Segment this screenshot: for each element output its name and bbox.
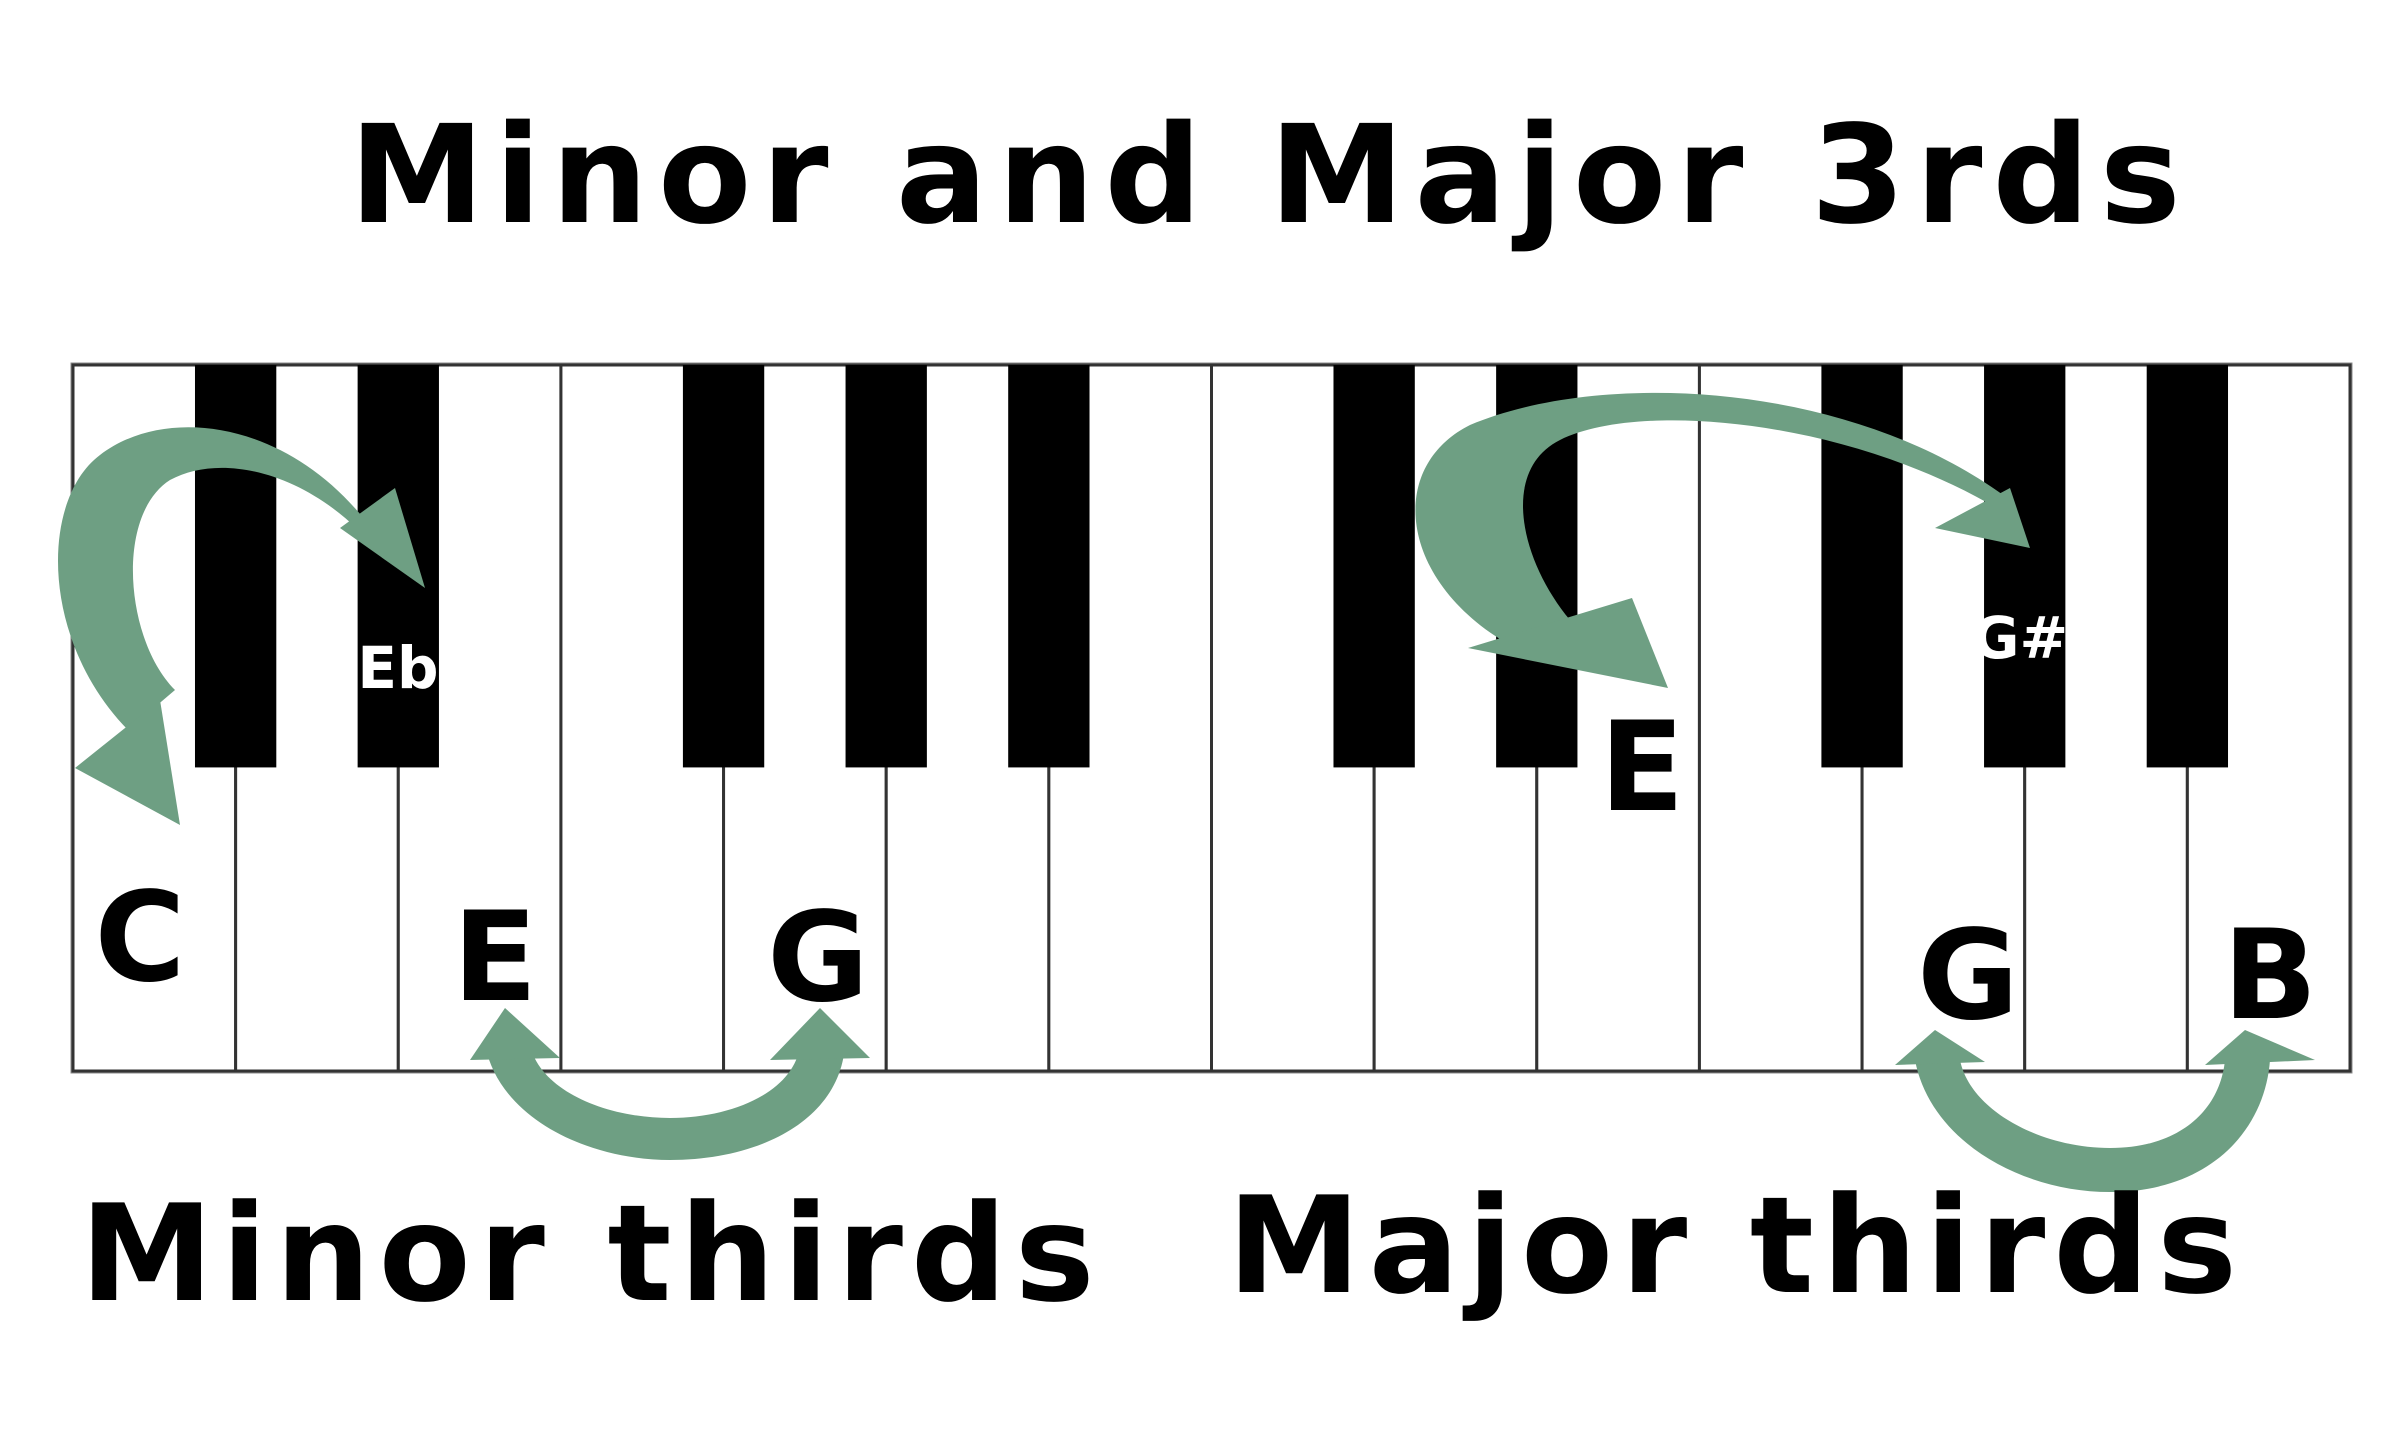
arrow-e-to-g-body (485, 1045, 845, 1160)
caption-minor-thirds: Minor thirds (80, 1176, 1103, 1332)
arrow-e-to-g-head-left (470, 1008, 560, 1060)
arrow-c-to-eb-body (58, 427, 386, 730)
note-label-e-high: E (1600, 696, 1685, 840)
note-label-g-high: G (1917, 904, 2019, 1048)
black-key (1984, 365, 2066, 768)
black-key (194, 365, 277, 768)
note-label-g-low: G (767, 886, 869, 1030)
arrow-e-to-g (470, 1008, 870, 1160)
arrow-c-to-eb-tail-head (75, 700, 180, 825)
arrow-e-to-gsharp-head-bottom (1468, 598, 1668, 688)
arrow-e-to-g-head-right (770, 1008, 870, 1060)
black-key (682, 365, 765, 768)
caption-major-thirds: Major thirds (1227, 1168, 2245, 1324)
note-label-b: B (2223, 904, 2318, 1048)
black-key (2146, 365, 2229, 768)
arrow-g-to-b-head-left (1895, 1030, 1985, 1065)
note-label-eb: Eb (357, 634, 438, 702)
arrow-g-to-b (1895, 1030, 2315, 1192)
note-label-c: C (94, 866, 185, 1010)
page-title: Minor and Major 3rds (349, 97, 2191, 255)
black-key (1008, 365, 1090, 768)
note-label-e-low: E (453, 886, 538, 1030)
arrow-c-to-eb-head (340, 488, 425, 588)
arrow-e-to-gsharp (1415, 392, 2030, 688)
arrow-g-to-b-body (1915, 1060, 2270, 1192)
black-key (1333, 365, 1415, 768)
interval-arrows (58, 392, 2315, 1192)
note-label-gsharp: G# (1972, 604, 2068, 672)
arrow-c-to-eb (58, 427, 425, 825)
black-key (845, 365, 927, 768)
note-labels: C E G Eb E G# G B (94, 604, 2317, 1048)
arrow-g-to-b-head-right (2205, 1030, 2315, 1065)
arrow-e-to-gsharp-head-top (1935, 488, 2030, 548)
